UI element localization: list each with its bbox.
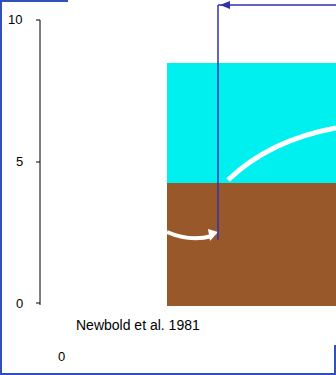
flow-arrow [167,232,212,238]
axis-tick [36,162,40,163]
axis-tick [36,20,40,21]
axis-label: 0 [58,350,65,363]
sediment-layer [167,183,336,306]
axis-label: 0 [16,297,23,310]
axis-label: 10 [8,13,22,26]
spiral-line [217,5,219,240]
flow-arrow [228,128,336,180]
spiral-line [218,4,336,6]
axis-tick [36,303,40,304]
axis-label: 5 [16,155,23,168]
inset-panel [68,0,336,345]
figure-caption: Newbold et al. 1981 [76,318,200,332]
arrow-head [220,1,230,9]
water-layer [167,63,336,183]
arrow-head [208,229,218,241]
